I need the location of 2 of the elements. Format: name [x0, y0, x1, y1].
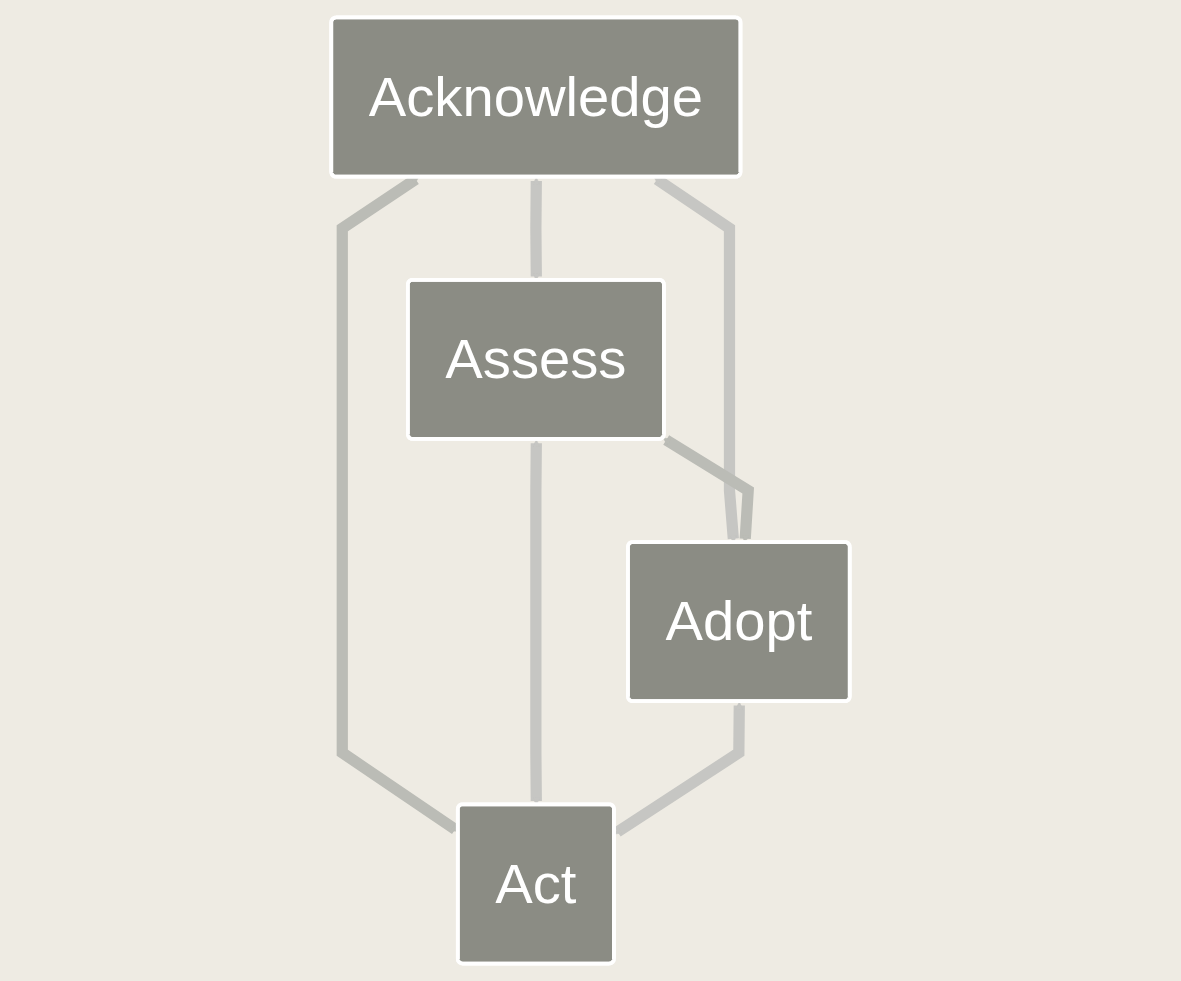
arrow [614, 701, 745, 837]
arrow [662, 435, 755, 543]
